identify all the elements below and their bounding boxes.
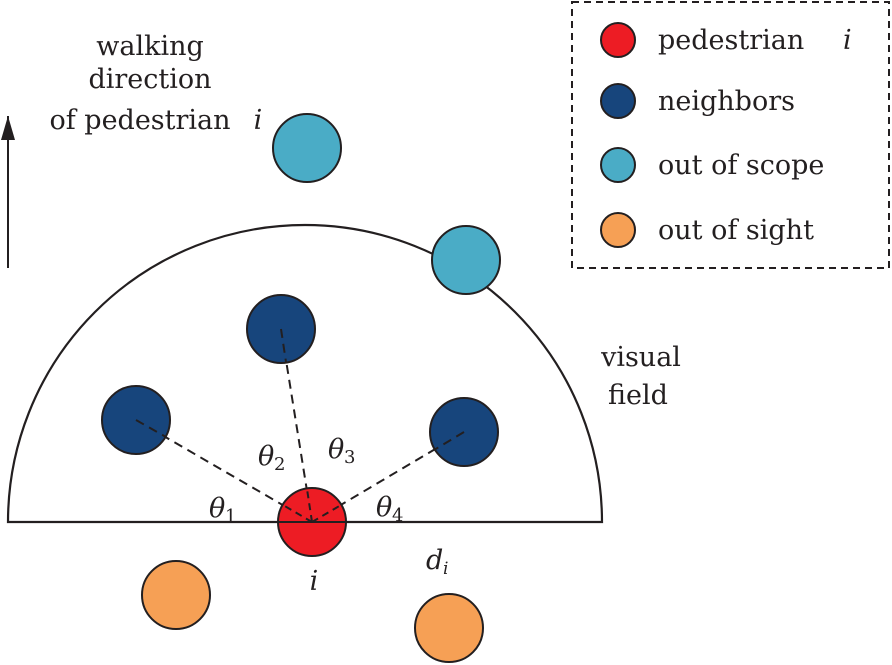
svg-text:θ: θ <box>376 492 392 523</box>
svg-text:2: 2 <box>274 454 285 475</box>
angle-label-theta4: θ 4 <box>376 492 403 526</box>
svg-text:θ: θ <box>209 493 225 524</box>
walking-label-var: i <box>254 105 263 136</box>
svg-text:out of scope: out of scope <box>658 150 824 181</box>
svg-text:4: 4 <box>392 505 403 526</box>
walking-label-line2: direction <box>88 64 211 95</box>
svg-text:θ: θ <box>258 441 274 472</box>
svg-text:i: i <box>443 559 448 579</box>
walking-direction-arrow-icon <box>1 116 15 268</box>
svg-text:d: d <box>426 545 443 576</box>
distance-label: d i <box>426 545 448 579</box>
svg-text:pedestrian: pedestrian <box>658 25 804 56</box>
svg-text:θ: θ <box>328 434 344 465</box>
visual-field-semicircle <box>6 223 604 524</box>
out-of-sight-circle-1 <box>141 560 211 630</box>
visual-field-label: visual field <box>600 342 681 411</box>
walking-label-line1: walking <box>96 31 204 62</box>
svg-text:3: 3 <box>344 447 355 468</box>
svg-text:field: field <box>608 380 668 411</box>
out-of-scope-circle-1 <box>272 113 342 183</box>
legend-item-out-of-scope: out of scope <box>600 147 824 183</box>
walking-label-line3: of pedestrian <box>49 105 230 136</box>
legend: pedestrian i neighbors out of scope out … <box>571 1 890 269</box>
legend-swatch-pedestrian <box>600 22 636 58</box>
legend-item-out-of-sight: out of sight <box>600 212 814 248</box>
svg-text:out of sight: out of sight <box>658 215 814 246</box>
walking-direction-label: walking direction of pedestrian i <box>49 31 262 136</box>
angle-label-theta3: θ 3 <box>328 434 355 468</box>
angle-label-theta2: θ 2 <box>258 441 285 475</box>
legend-swatch-neighbors <box>600 83 636 119</box>
svg-text:visual: visual <box>600 342 681 373</box>
legend-swatch-out-of-scope <box>600 147 636 183</box>
svg-text:i: i <box>843 25 852 56</box>
out-of-sight-circle-2 <box>414 593 484 663</box>
svg-text:neighbors: neighbors <box>658 86 795 117</box>
legend-item-neighbors: neighbors <box>600 83 795 119</box>
angle-label-theta1: θ 1 <box>209 493 236 527</box>
legend-swatch-out-of-sight <box>600 212 636 248</box>
out-of-scope-circle-2 <box>431 225 501 295</box>
svg-text:1: 1 <box>225 506 236 527</box>
pedestrian-label: i <box>310 566 319 597</box>
legend-item-pedestrian: pedestrian i <box>600 22 852 58</box>
